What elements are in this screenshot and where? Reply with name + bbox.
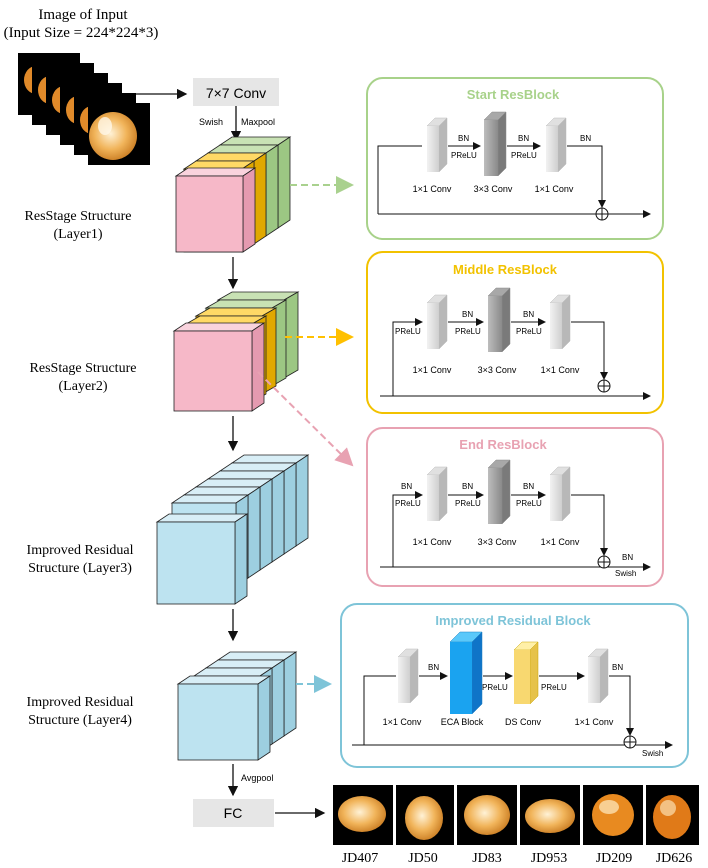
stem-pool-label: Maxpool — [241, 117, 275, 127]
end-conv3-block — [550, 475, 562, 521]
end-conv1-label: 1×1 Conv — [413, 537, 452, 547]
class-label-4: JD209 — [596, 851, 633, 866]
layer2-label-line1: ResStage Structure — [30, 361, 137, 376]
fc-box — [193, 799, 274, 827]
layer4-feature-stack — [176, 651, 298, 761]
stem-activation-label: Swish — [199, 117, 223, 127]
start-bn2: BN — [518, 134, 529, 143]
start-conv2-block — [484, 120, 498, 176]
start-block-title: Start ResBlock — [467, 87, 560, 102]
start-conv3-block — [546, 126, 558, 172]
end-prelu2: PReLU — [516, 499, 542, 508]
start-prelu2: PReLU — [511, 151, 537, 160]
middle-conv2-label: 3×3 Conv — [478, 365, 517, 375]
layer3-label-line1: Improved Residual — [27, 543, 134, 558]
end-swish: Swish — [615, 569, 636, 578]
layer3-feature-stack — [155, 454, 310, 605]
output-class-images — [333, 785, 699, 845]
middle-conv2-block — [488, 296, 502, 352]
layer4-label-line2: Structure (Layer4) — [28, 713, 132, 728]
eca-block — [450, 642, 472, 714]
fc-label: FC — [224, 805, 243, 821]
start-conv1-label: 1×1 Conv — [413, 184, 452, 194]
improved-bn2: BN — [612, 663, 623, 672]
stem-conv-label: 7×7 Conv — [206, 85, 266, 101]
input-title: Image of Input — [38, 7, 128, 23]
start-conv3-label: 1×1 Conv — [535, 184, 574, 194]
class-label-0: JD407 — [342, 851, 379, 866]
improved-prelu1: PReLU — [482, 683, 508, 692]
layer3-label-line2: Structure (Layer3) — [28, 561, 132, 576]
start-resblock-panel: Start ResBlock BN PReLU BN PReLU BN 1×1 … — [366, 77, 664, 240]
middle-bn1: BN — [462, 310, 473, 319]
middle-resblock-panel: Middle ResBlock PReLU BN PReLU BN PReLU … — [366, 251, 664, 414]
improved-prelu2: PReLU — [541, 683, 567, 692]
improved-residual-block-panel: Improved Residual Block BN PReLU PReLU B… — [340, 603, 689, 768]
end-prelu1: PReLU — [455, 499, 481, 508]
middle-conv3-label: 1×1 Conv — [541, 365, 580, 375]
input-image-stack — [18, 53, 150, 165]
improved-block-title: Improved Residual Block — [435, 613, 591, 628]
layer2-feature-stack — [172, 291, 300, 412]
layer1-label-line2: (Layer1) — [54, 227, 103, 242]
start-bn3: BN — [580, 134, 591, 143]
end-bn-out: BN — [622, 553, 633, 562]
middle-block-title: Middle ResBlock — [453, 262, 558, 277]
class-label-5: JD626 — [656, 851, 693, 866]
improved-eca-label: ECA Block — [441, 717, 484, 727]
layer1-feature-stack — [174, 136, 292, 253]
stem-conv-box — [193, 78, 279, 106]
middle-bn2: BN — [523, 310, 534, 319]
start-conv2-label: 3×3 Conv — [474, 184, 513, 194]
end-bn1: BN — [462, 482, 473, 491]
middle-prelu0: PReLU — [395, 327, 421, 336]
middle-prelu1: PReLU — [455, 327, 481, 336]
start-bn1: BN — [458, 134, 469, 143]
end-prelu0: PReLU — [395, 499, 421, 508]
improved-conv3-block — [588, 657, 600, 703]
end-block-title: End ResBlock — [459, 437, 547, 452]
end-bn0: BN — [401, 482, 412, 491]
layer2-label-line2: (Layer2) — [59, 379, 108, 394]
class-label-1: JD50 — [408, 851, 438, 866]
layer2-to-end-block-arrow — [257, 371, 354, 467]
middle-conv3-block — [550, 303, 562, 349]
improved-bn1: BN — [428, 663, 439, 672]
improved-swish: Swish — [642, 749, 663, 758]
end-conv3-label: 1×1 Conv — [541, 537, 580, 547]
end-bn2: BN — [523, 482, 534, 491]
layer1-label-line1: ResStage Structure — [25, 209, 132, 224]
middle-prelu2: PReLU — [516, 327, 542, 336]
improved-conv1-block — [398, 657, 410, 703]
improved-ds-label: DS Conv — [505, 717, 542, 727]
start-prelu1: PReLU — [451, 151, 477, 160]
layer4-label-line1: Improved Residual — [27, 695, 134, 710]
end-resblock-panel: End ResBlock BN PReLU BN PReLU BN PReLU … — [366, 427, 664, 587]
ds-conv-block — [514, 650, 530, 704]
end-conv2-label: 3×3 Conv — [478, 537, 517, 547]
improved-conv3-label: 1×1 Conv — [575, 717, 614, 727]
improved-conv1-label: 1×1 Conv — [383, 717, 422, 727]
input-size-label: (Input Size = 224*224*3) — [4, 25, 159, 41]
middle-conv1-label: 1×1 Conv — [413, 365, 452, 375]
start-conv1-block — [427, 126, 439, 172]
class-label-2: JD83 — [472, 851, 502, 866]
end-conv1-block — [427, 475, 439, 521]
avgpool-label: Avgpool — [241, 773, 273, 783]
middle-conv1-block — [427, 303, 439, 349]
end-conv2-block — [488, 468, 502, 524]
class-label-3: JD953 — [531, 851, 568, 866]
